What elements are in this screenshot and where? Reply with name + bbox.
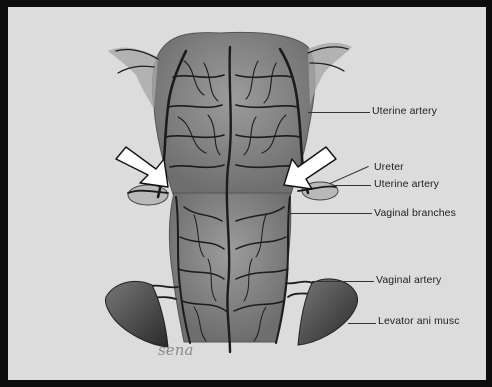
figure-frame: Uterine artery Ureter Uterine artery Vag… [8,7,486,380]
left-parametrium [128,185,168,205]
leader-levator-ani [348,323,376,324]
label-vaginal-branches: Vaginal branches [374,207,456,219]
left-arrow-icon [116,147,168,187]
leader-vaginal-branches [288,213,372,214]
label-levator-ani: Levator ani musc [378,315,460,327]
left-levator-ani-muscle [105,281,168,347]
label-vaginal-artery: Vaginal artery [376,274,441,286]
right-adnexa [308,43,352,107]
label-uterine-artery-mid: Uterine artery [374,178,439,190]
left-adnexa [108,48,158,109]
leader-uterine-artery-top [308,112,370,113]
label-uterine-artery-top: Uterine artery [372,105,437,117]
leader-vaginal-artery [312,281,374,282]
right-levator-ani-muscle [298,279,358,345]
leader-uterine-artery-mid [333,185,371,186]
label-ureter: Ureter [374,161,404,173]
artist-signature: sena [158,341,194,359]
